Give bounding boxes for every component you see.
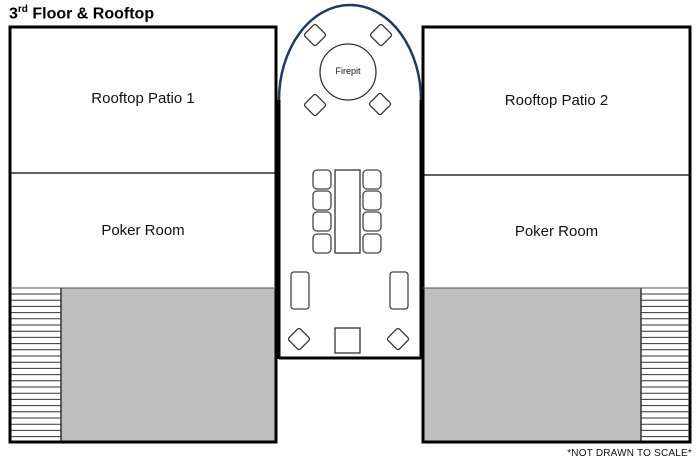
dining-chairs: [312, 169, 382, 254]
lounge-seats: [290, 271, 409, 310]
firepit-circle: [319, 43, 377, 101]
room-label-rooftop-patio-2: Rooftop Patio 2: [504, 92, 609, 109]
right-building: [421, 25, 692, 444]
left-shaded-area: [61, 288, 276, 442]
rooftop-arc: [277, 3, 423, 101]
bottom-furniture: [287, 327, 410, 354]
left-building: [8, 25, 278, 444]
room-label-poker-room-left: Poker Room: [101, 222, 185, 239]
firepit-label: Firepit: [335, 66, 361, 76]
scale-note: *NOT DRAWN TO SCALE*: [567, 448, 692, 459]
right-shaded-area: [423, 288, 641, 442]
room-label-rooftop-patio-1: Rooftop Patio 1: [91, 90, 195, 107]
dining-table: [334, 169, 361, 254]
room-label-poker-room-right: Poker Room: [514, 223, 599, 240]
floor-title: 3rd Floor & Rooftop: [9, 4, 155, 23]
firepit-chairs: [303, 23, 393, 117]
